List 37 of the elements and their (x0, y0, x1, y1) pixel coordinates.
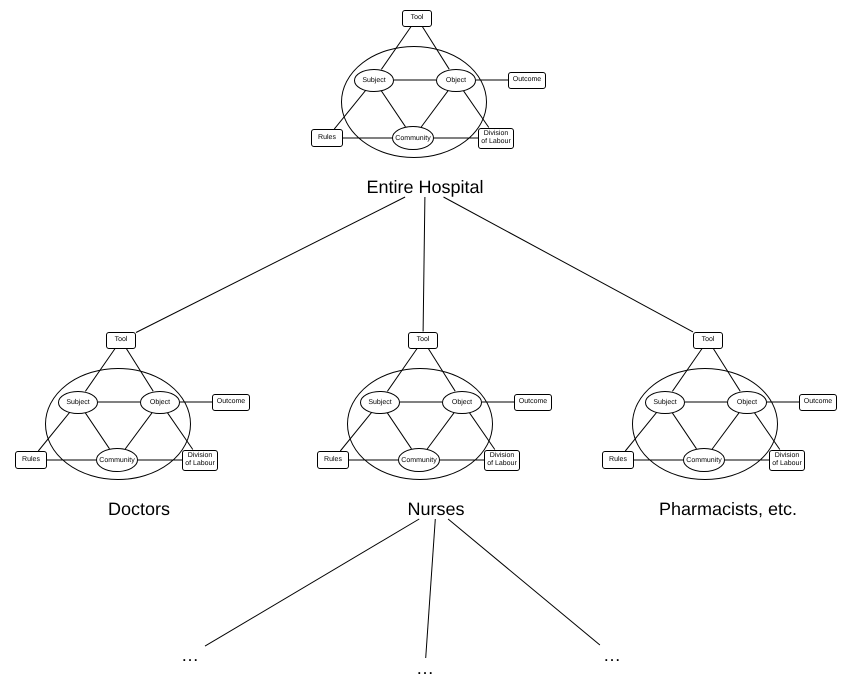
caption-text: Entire Hospital (335, 175, 515, 199)
connector-line (754, 412, 780, 450)
connector-line (166, 412, 194, 450)
connector-line (448, 518, 600, 646)
connector-line (84, 348, 116, 392)
connector-line (386, 348, 418, 392)
connector-line (672, 412, 697, 450)
connector-line (422, 196, 426, 332)
connector-line (420, 90, 449, 128)
connector-line (386, 412, 412, 450)
caption-text: … (175, 645, 205, 665)
connector-line (624, 412, 658, 452)
connector-line (422, 26, 450, 70)
caption-text: Pharmacists, etc. (638, 497, 818, 521)
connector-line (428, 348, 456, 392)
connector-line (334, 90, 366, 130)
caption-text: … (410, 658, 440, 677)
connector-line (468, 412, 496, 450)
connector-line (204, 518, 420, 647)
connector-line (672, 348, 703, 392)
connector-line (380, 90, 406, 128)
caption-text: Doctors (49, 497, 229, 521)
connector-line (712, 412, 740, 450)
caption-text: Nurses (346, 497, 526, 521)
connector-line (340, 412, 372, 452)
connector-line (462, 90, 490, 128)
caption-text: … (597, 645, 627, 665)
connector-line (38, 412, 70, 452)
connector-line (426, 412, 455, 450)
connector-line (443, 196, 694, 332)
connector-line (84, 412, 110, 450)
connector-line (126, 348, 154, 392)
connector-line (124, 412, 153, 450)
connector-line (712, 348, 741, 392)
connector-line (425, 518, 436, 658)
connector-line (136, 196, 406, 333)
connector-line (380, 26, 412, 70)
